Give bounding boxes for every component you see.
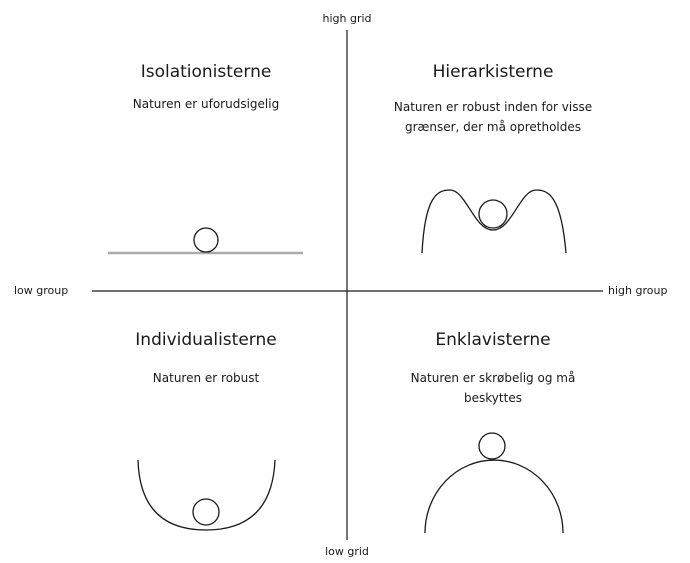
axis-label-left: low group: [14, 284, 69, 297]
bowl-icon: [137, 459, 276, 531]
valley-between-hills-icon: [421, 189, 567, 254]
quadrant-title-individualists: Individualisterne: [135, 330, 277, 350]
quadrant-description-isolationists: Naturen er uforudsigelig: [132, 97, 280, 111]
quadrant-description-hierarchists: Naturen er robust inden for visse grænse…: [393, 100, 593, 134]
axis-label-right: high group: [608, 284, 668, 297]
axis-label-bottom: low grid: [325, 545, 369, 558]
axis-label-top: high grid: [322, 12, 372, 25]
quadrant-title-enclavists: Enklavisterne: [435, 330, 551, 350]
quadrant-title-hierarchists: Hierarkisterne: [432, 62, 554, 82]
quadrant-description-enclavists: Naturen er skrøbelig og må beskyttes: [410, 371, 576, 405]
hilltop-icon: [424, 432, 564, 534]
quadrant-title-isolationists: Isolationisterne: [140, 62, 272, 82]
quadrant-description-individualists: Naturen er robust: [152, 371, 260, 385]
flat-ground-icon: [108, 227, 303, 255]
